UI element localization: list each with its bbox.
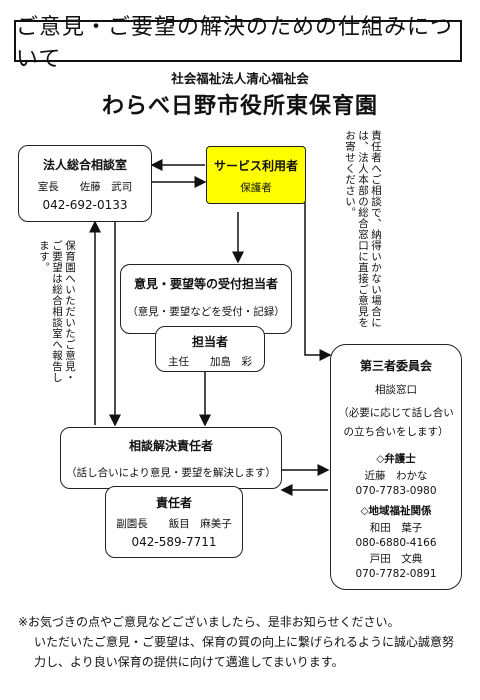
third-party-window: 相談窓口 bbox=[375, 384, 417, 396]
service-user-heading: サービス利用者 bbox=[213, 159, 298, 173]
legal-consultation-phone: 042-692-0133 bbox=[42, 198, 128, 212]
staff-heading: 担当者 bbox=[191, 335, 228, 349]
top-right-note: 責任者へご相談で、納得いかない場合には、法人本部の総合窓口に直接ご意見をお寄せく… bbox=[344, 130, 382, 328]
lawyer-label: ◇弁護士 bbox=[376, 453, 416, 465]
reception-box: 意見・要望等の受付担当者 （意見・要望などを受付・記録） bbox=[120, 264, 292, 334]
footer-line-1: ※お気づきの点やご意見などございましたら、是非お知らせください。 bbox=[18, 615, 400, 629]
third-party-box: 第三者委員会 相談窓口 （必要に応じて話し合い の立ち合いをします） ◇弁護士 … bbox=[330, 344, 462, 590]
third-party-note-2: の立ち合いをします） bbox=[343, 426, 449, 438]
staff-person: 主任 加島 彩 bbox=[168, 356, 252, 368]
responsible-phone: 042-589-7711 bbox=[131, 535, 217, 549]
responsible-box: 責任者 副園長 飯目 麻美子 042-589-7711 bbox=[105, 486, 243, 558]
welfare-phone-2: 070-7782-0891 bbox=[355, 568, 437, 580]
reception-heading: 意見・要望等の受付担当者 bbox=[133, 277, 278, 291]
lawyer-phone: 070-7783-0980 bbox=[355, 485, 437, 497]
resolution-heading: 相談解決責任者 bbox=[128, 439, 213, 453]
third-party-heading: 第三者委員会 bbox=[359, 359, 432, 373]
legal-consultation-heading: 法人総合相談室 bbox=[42, 158, 127, 172]
welfare-name-2: 戸田 文典 bbox=[369, 553, 423, 565]
arrow-user-to-thirdparty bbox=[304, 200, 332, 361]
left-note: 保育園へいただいたご意見・ご要望は総合相談室へ報告します。 bbox=[38, 240, 76, 383]
responsible-person: 副園長 飯目 麻美子 bbox=[116, 518, 232, 530]
corporation-name: 社会福祉法人清心福祉会 bbox=[171, 71, 309, 86]
responsible-heading: 責任者 bbox=[155, 496, 192, 510]
lawyer-name: 近藤 わかな bbox=[364, 470, 428, 482]
legal-consultation-box: 法人総合相談室 室長 佐藤 武司 042-692-0133 bbox=[18, 145, 152, 222]
welfare-name-1: 和田 葉子 bbox=[369, 522, 423, 534]
footer-line-2: いただいたご意見・ご要望は、保育の質の向上に繋げられるように誠心誠意努 bbox=[34, 635, 455, 649]
footer-note: ※お気づきの点やご意見などございましたら、是非お知らせください。 いただいたご意… bbox=[18, 612, 468, 672]
service-user-sub: 保護者 bbox=[240, 182, 272, 194]
welfare-label: ◇地域福祉関係 bbox=[360, 505, 432, 517]
reception-description: （意見・要望などを受付・記録） bbox=[127, 306, 285, 318]
facility-name: わらべ日野市役所東保育園 bbox=[101, 94, 378, 119]
footer-line-3: 力し、より良い保育の提供に向けて邁進してまいります。 bbox=[34, 655, 344, 669]
welfare-phone-1: 080-6880-4166 bbox=[355, 537, 437, 549]
legal-consultation-person: 室長 佐藤 武司 bbox=[37, 181, 133, 193]
page-title-box: ご意見・ご要望の解決のための仕組みについて bbox=[14, 15, 462, 72]
resolution-box: 相談解決責任者 （話し合いにより意見・要望を解決します） bbox=[60, 427, 282, 489]
resolution-description: （話し合いにより意見・要望を解決します） bbox=[66, 467, 276, 479]
staff-box: 担当者 主任 加島 彩 bbox=[155, 326, 265, 372]
third-party-note-1: （必要に応じて話し合い bbox=[338, 407, 454, 419]
service-user-box: サービス利用者 保護者 bbox=[206, 146, 306, 204]
page-title: ご意見・ご要望の解決のための仕組みについて bbox=[16, 15, 454, 72]
